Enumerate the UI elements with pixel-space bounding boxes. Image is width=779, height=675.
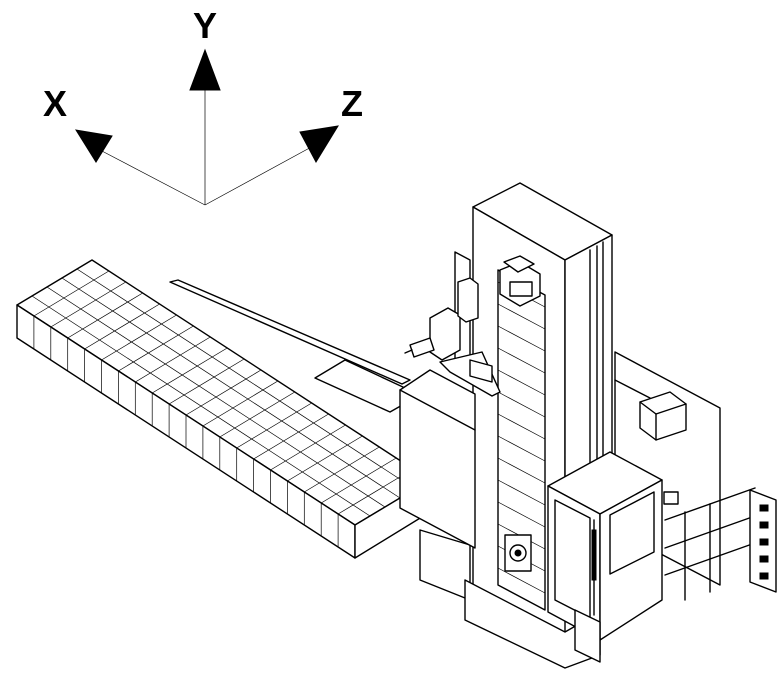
table-grid-line [61,277,401,499]
z-axis-label: Z [341,83,363,124]
ladder-rungs [759,504,769,580]
table-grid-line [31,295,371,517]
y-axis-label: Y [193,5,217,46]
column-slat [497,435,546,462]
spindle-head [429,307,461,361]
table-grid-line [202,380,279,427]
column-slat [497,567,546,594]
enclosure-box [639,391,687,441]
table-grid-line [118,325,194,372]
column-slat [497,303,546,330]
cabinet-door [554,499,591,619]
spindle-tool [409,337,435,358]
table-grid-line [46,286,386,508]
enclosure-port [663,491,679,505]
z-arrowhead-icon [299,125,339,164]
table-grid-line [236,402,312,449]
table-grid-line [101,314,177,361]
table-grid-line [135,336,211,383]
x-arrowhead-icon [74,129,113,163]
table-grid [31,268,416,547]
ram-block [469,359,493,383]
table-grid-line [152,347,228,394]
column-slat [497,479,546,506]
spindle-ram [404,277,501,397]
table-grid-line [287,435,363,482]
machine-table [16,259,471,601]
headstock-cap [503,255,535,273]
column-slat [497,501,546,528]
headstock-plate [509,281,533,297]
table-grid-line [50,281,126,328]
column-slat [497,457,546,484]
column-side [564,234,613,481]
table-grid-line [67,292,143,339]
table-grid-line [84,303,160,350]
z-axis-line [204,144,316,206]
operator-screen [609,491,655,575]
x-axis-label: X [43,83,67,124]
rear-rail [169,279,411,385]
column-slat [497,347,546,374]
table-grid-line [76,268,416,490]
column-slat [497,325,546,352]
splash-guard-panel [399,369,476,549]
spindle-motor [457,277,479,323]
table-grid-line [304,446,380,493]
control-cabinet [547,451,663,663]
table-grid-line [270,424,346,471]
table-grid-line [185,369,262,416]
table-grid-line [168,358,245,405]
table-grid-line [321,457,397,504]
column-slat [497,391,546,418]
safety-railing [664,487,777,601]
column-slat [497,369,546,396]
table-grid-line [253,413,329,460]
y-arrowhead-icon [189,48,221,91]
axis-triad: Y X Z [43,5,363,206]
x-axis-line [99,149,206,206]
table-grid-line [219,391,295,438]
splash-guard [399,369,476,549]
cabinet-brand-strip [591,529,597,581]
table-grid-line [33,270,110,317]
machine-column [454,182,613,669]
column-slat [497,413,546,440]
cabinet-plinth [574,609,601,663]
